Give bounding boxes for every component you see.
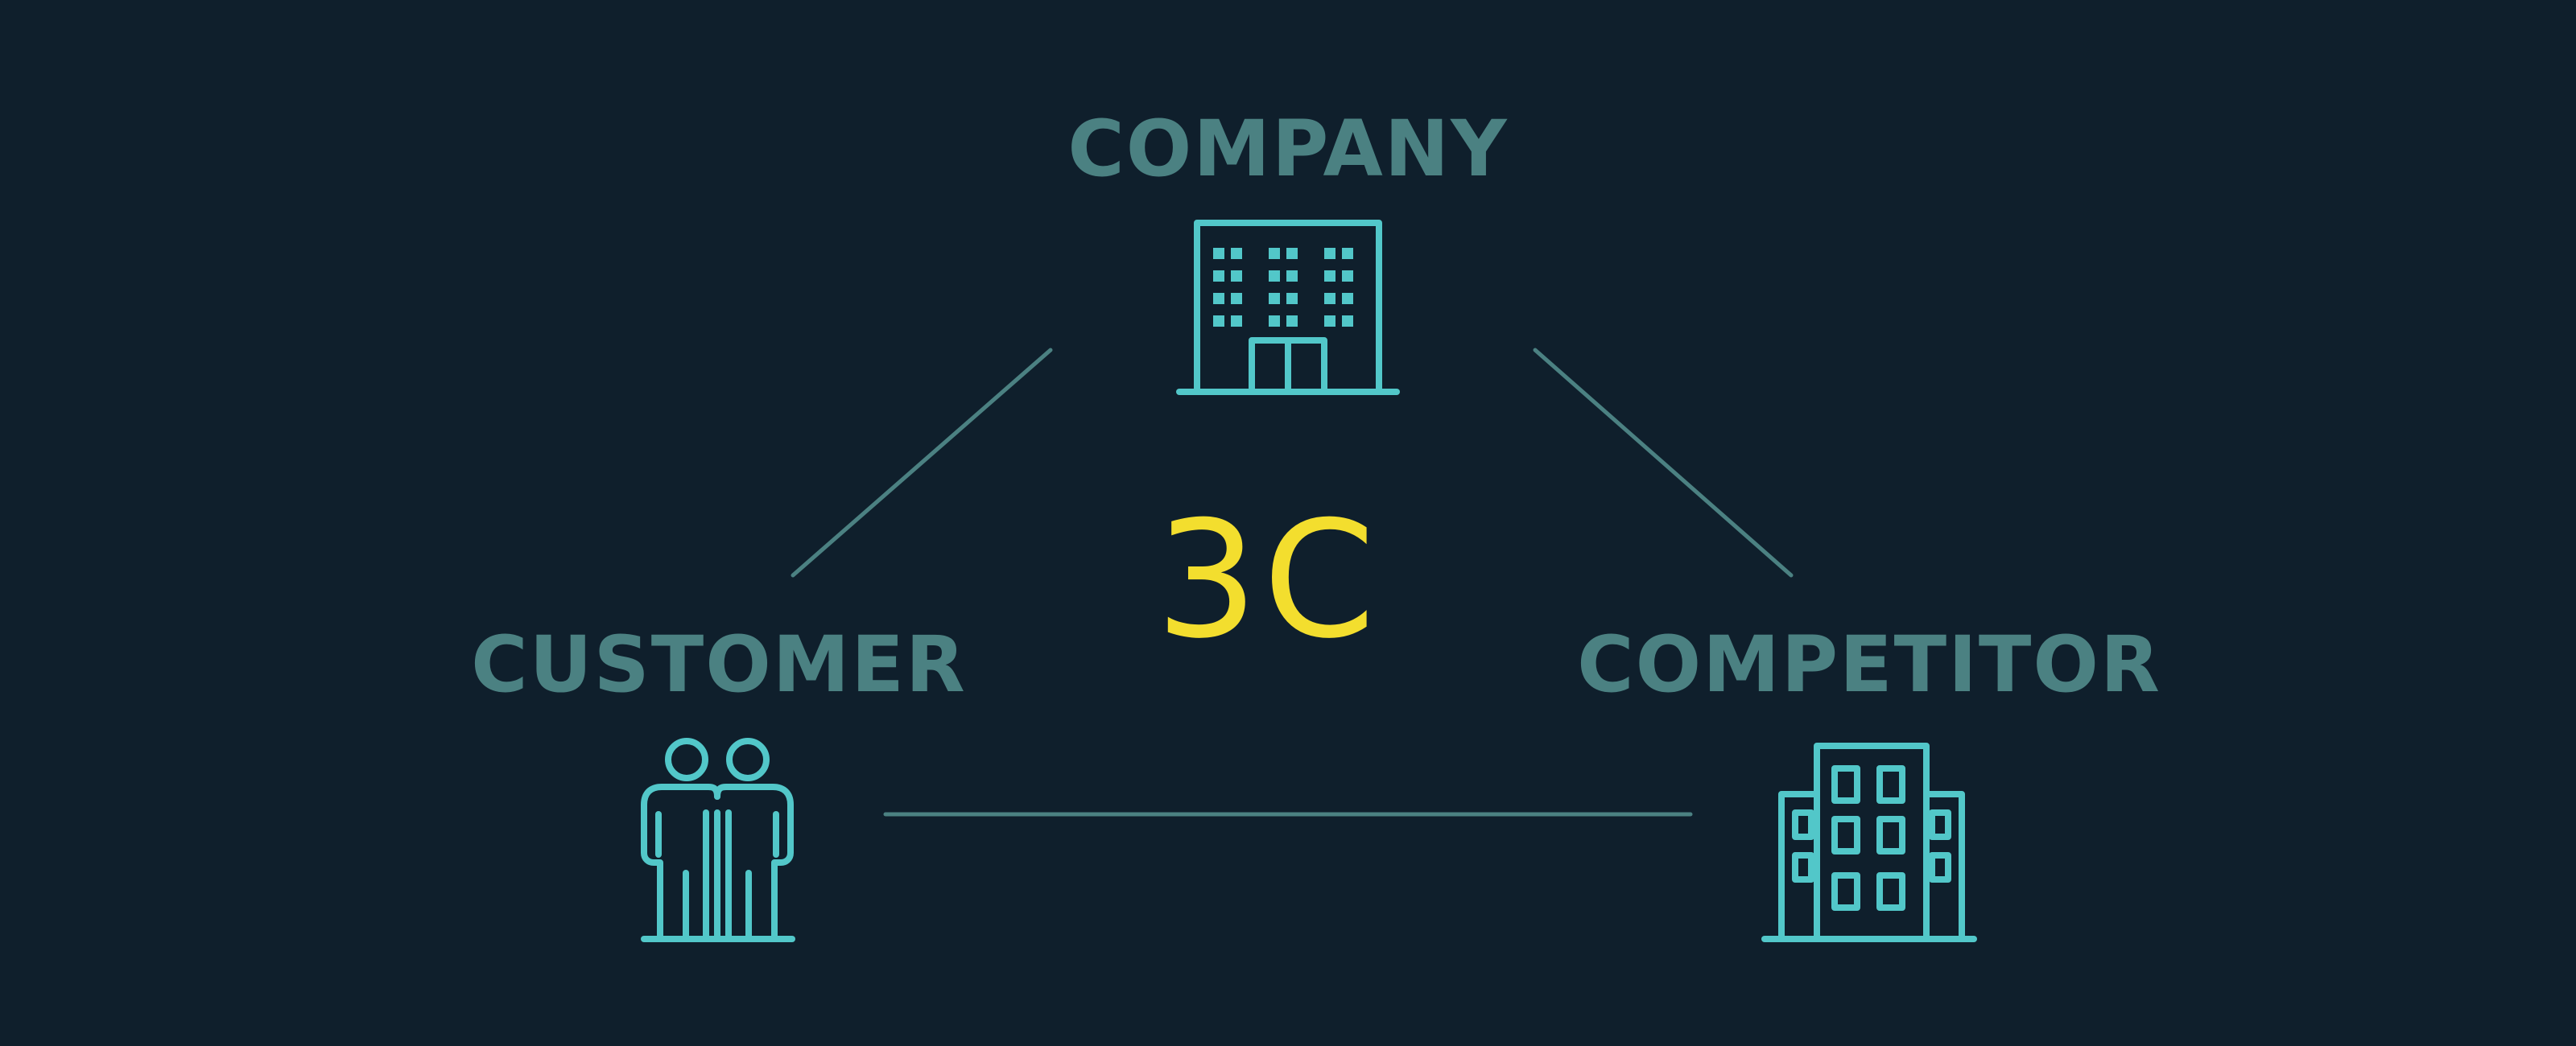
two-people-icon [641,738,795,942]
company-label: COMPANY [1067,104,1509,194]
office-building-icon [1176,220,1400,395]
competitor-label: COMPETITOR [1577,620,2161,710]
connector-company-customer [791,348,1053,578]
connector-company-competitor [1533,348,1794,578]
tower-building-icon [1761,743,1977,942]
customer-label: CUSTOMER [471,620,967,710]
center-label: 3C [1155,487,1381,674]
